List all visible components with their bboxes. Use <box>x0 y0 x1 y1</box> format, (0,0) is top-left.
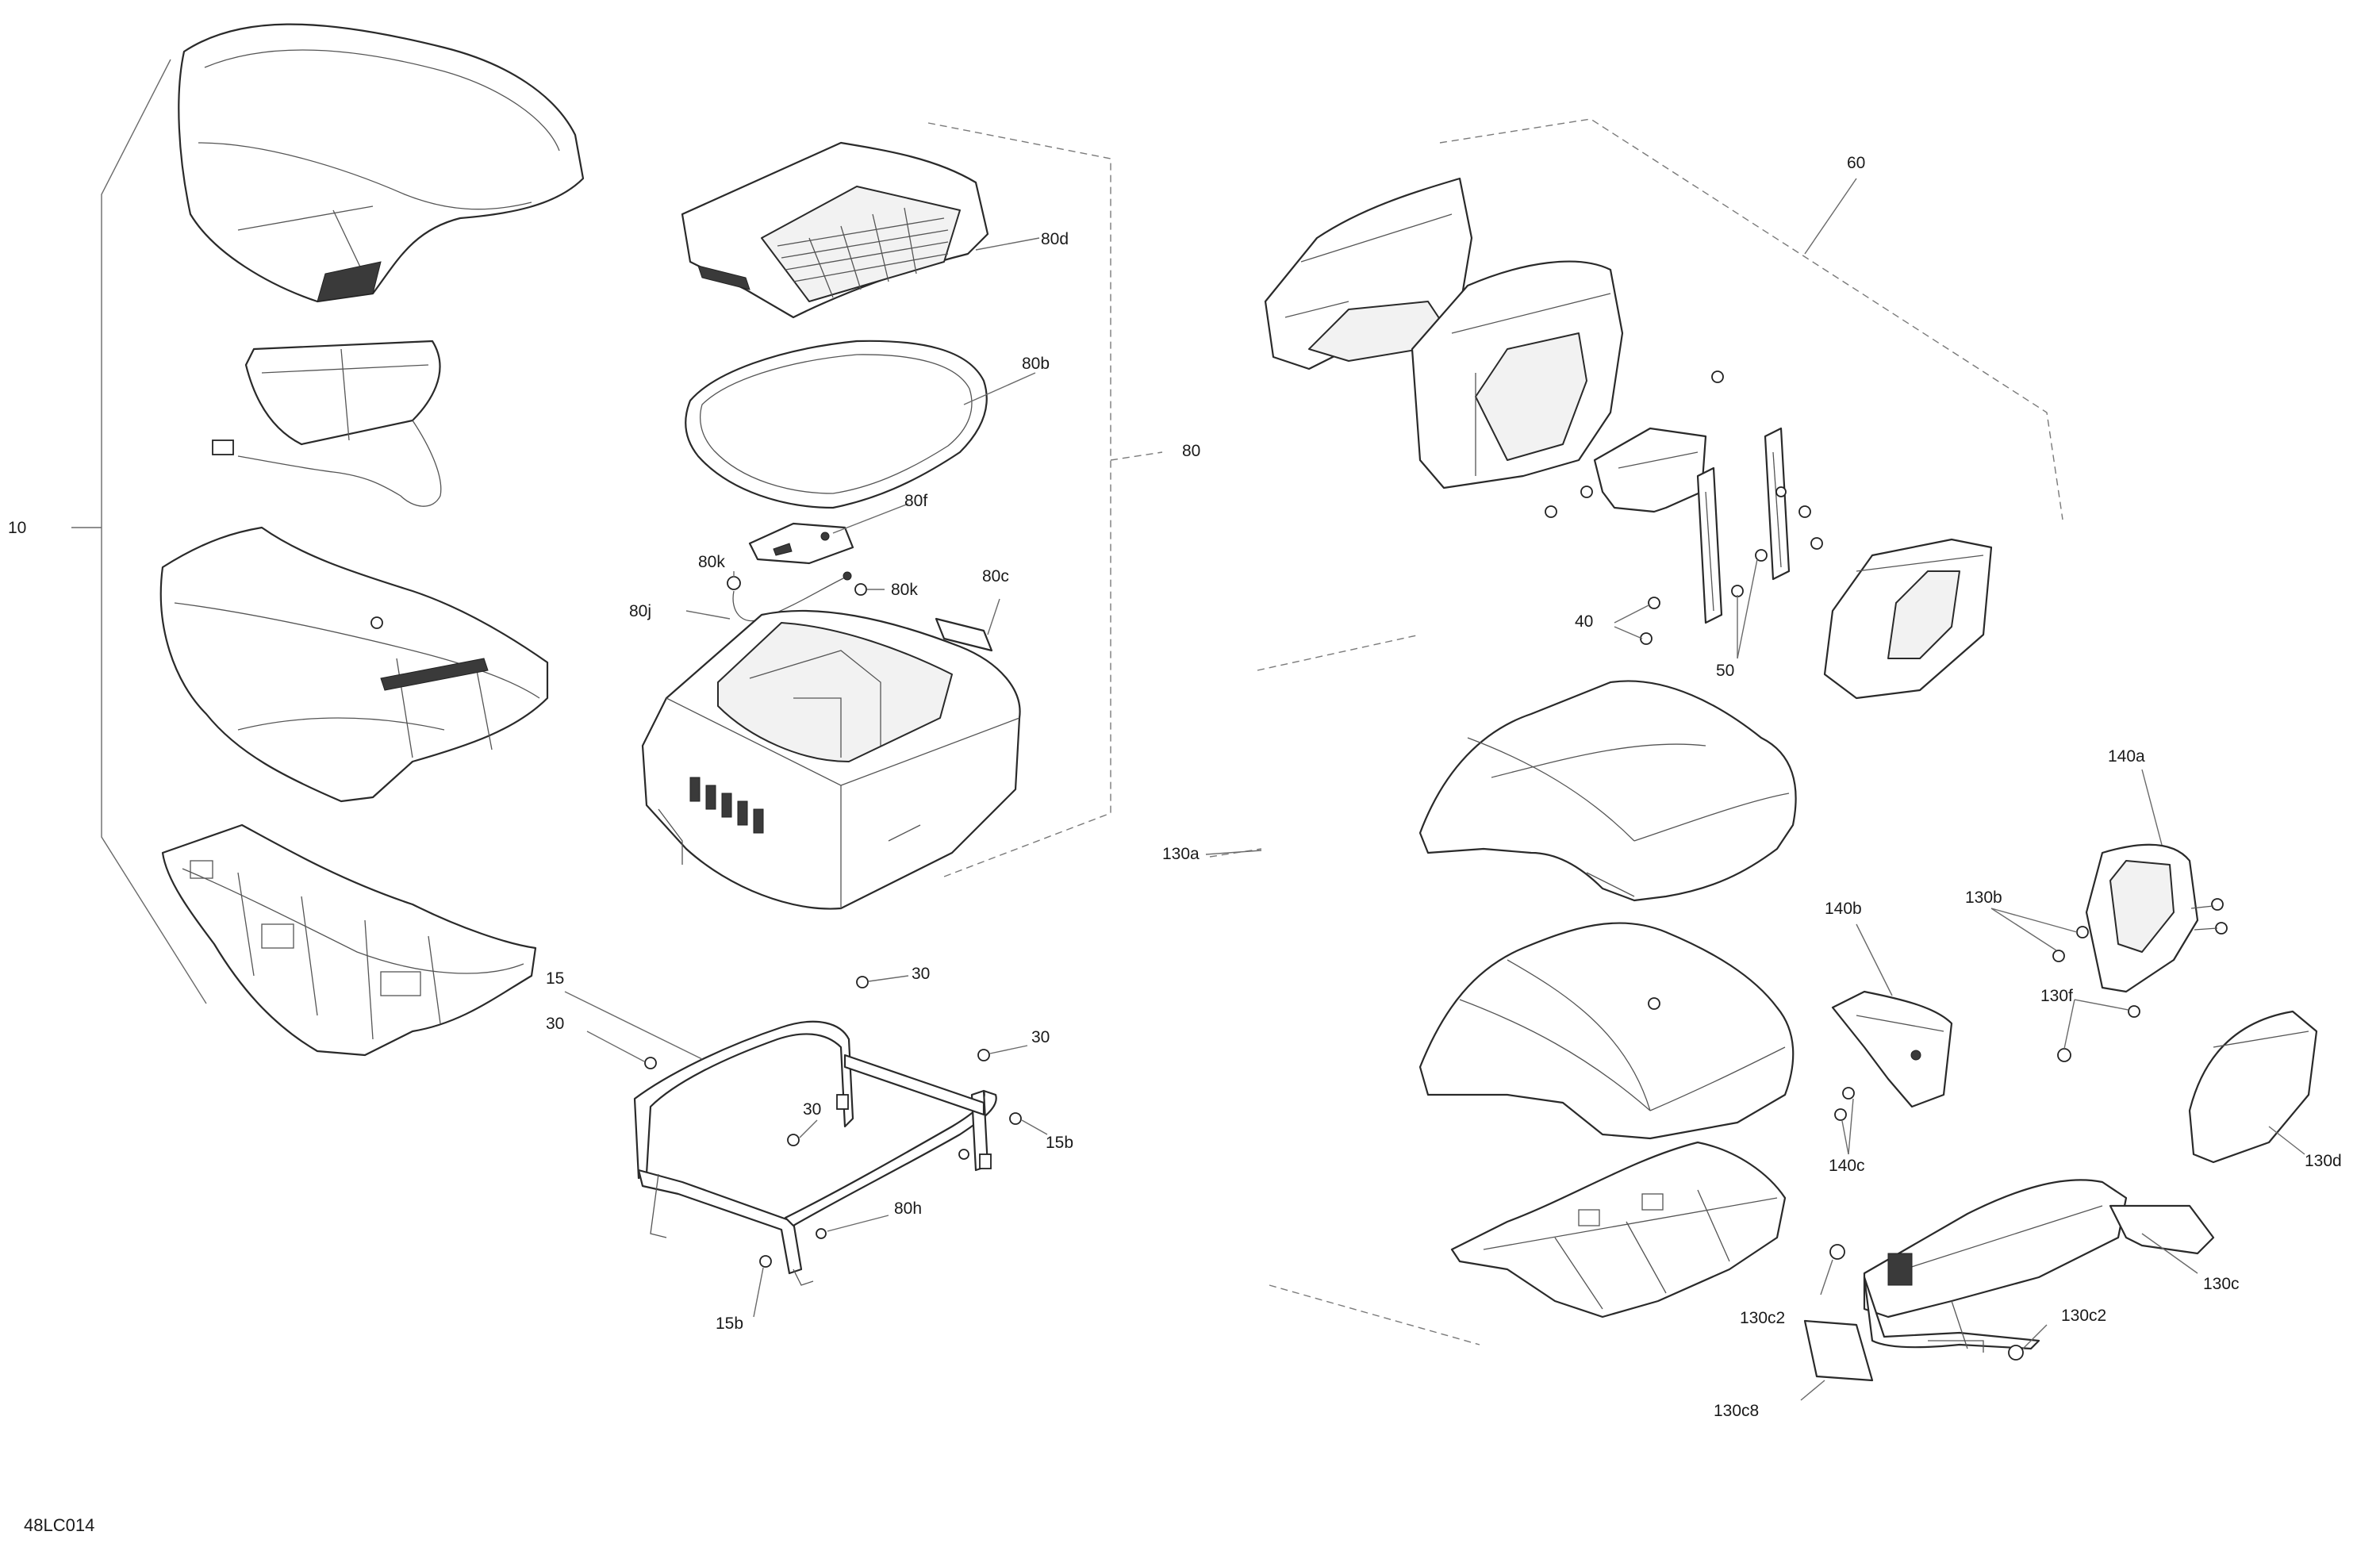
callout-130d: 130d <box>2305 1152 2342 1170</box>
group-10-bracket <box>71 59 207 1004</box>
latch-80c-icon <box>935 617 993 652</box>
screw-130f-icon <box>2057 1048 2071 1062</box>
clip-80h-icon <box>816 1228 827 1239</box>
callout-140c: 140c <box>1829 1157 1865 1175</box>
callout-130b: 130b <box>1965 889 2002 907</box>
callout-130a: 130a <box>1162 845 1200 863</box>
heating-pad-part <box>212 340 442 507</box>
backrest-bracket-part <box>1593 427 1707 513</box>
callout-30: 30 <box>546 1015 564 1033</box>
lid-seal-part <box>685 340 988 509</box>
seat-frame-part <box>633 1020 997 1286</box>
callout-10: 10 <box>8 519 26 537</box>
box-lid-part <box>681 141 989 319</box>
screw-80k-icon <box>727 576 741 590</box>
callout-130f: 130f <box>2040 987 2073 1005</box>
callout-130c: 130c <box>2203 1275 2240 1293</box>
callout-30: 30 <box>803 1100 821 1119</box>
callout-40: 40 <box>1575 612 1593 631</box>
callout-60: 60 <box>1847 154 1865 172</box>
callout-80f: 80f <box>904 492 927 510</box>
group-60-bracket <box>1257 118 2063 671</box>
callout-80h: 80h <box>894 1199 922 1218</box>
callout-80c: 80c <box>982 567 1009 585</box>
callout-30: 30 <box>1031 1028 1050 1046</box>
passenger-side-cover-130d-part <box>2188 1010 2318 1164</box>
screw-130b-icon <box>2052 950 2065 962</box>
leader-lines-frame <box>564 975 1048 1318</box>
nut-15b-icon <box>759 1255 772 1268</box>
group-130-bracket <box>1209 848 1480 1345</box>
callout-15: 15 <box>546 969 564 988</box>
seat-foam-part <box>159 526 549 803</box>
bolt-30-icon <box>787 1134 800 1146</box>
callout-80k: 80k <box>698 553 725 571</box>
latch-plate-part <box>748 522 854 565</box>
callout-15b: 15b <box>716 1315 743 1333</box>
callout-80j: 80j <box>629 602 651 620</box>
passenger-seat-frame-part <box>1863 1179 2215 1353</box>
document-id: 48LC014 <box>24 1515 94 1535</box>
handle-140a-part <box>2085 843 2228 993</box>
callout-130c2: 130c2 <box>1740 1309 1785 1327</box>
box-ribs <box>689 777 764 834</box>
nut-130c2-icon <box>1829 1244 1845 1260</box>
callout-80k: 80k <box>891 581 918 599</box>
backrest-shell-front-part <box>1411 260 1624 489</box>
callout-130c8: 130c8 <box>1714 1402 1759 1420</box>
leader-lines-box <box>685 237 1040 635</box>
nut-15b-icon <box>1009 1112 1022 1125</box>
passenger-seat-cover-part <box>1418 680 1797 902</box>
lid-grid-texture <box>777 207 949 298</box>
bolt-30-icon <box>644 1057 657 1069</box>
callout-80: 80 <box>1182 442 1200 460</box>
group-80-bracket <box>927 122 1163 877</box>
clip-80h-icon <box>958 1149 969 1160</box>
seat-cover-part <box>178 23 585 303</box>
backrest-side-cover-part <box>1823 538 1993 700</box>
frame-fasteners <box>644 976 1022 1268</box>
callout-50: 50 <box>1716 662 1734 680</box>
backrest-shell-rear-part <box>1264 177 1473 370</box>
passenger-seat-foam-part <box>1418 922 1795 1140</box>
backrest-screws-40-50 <box>1545 370 1823 645</box>
bracket-140b-part <box>1831 990 1953 1121</box>
callout-labels: 10 15 15b 15b 30 30 30 30 40 50 60 80 80… <box>8 154 2342 1535</box>
storage-box-part <box>641 609 1021 910</box>
passenger-seat-base-part <box>1450 1141 1787 1318</box>
callout-140a: 140a <box>2108 747 2145 766</box>
bolt-30-icon <box>977 1049 990 1061</box>
screw-80k-icon <box>854 583 867 596</box>
callout-80b: 80b <box>1022 355 1050 373</box>
screw-130f-icon <box>2128 1005 2140 1018</box>
callout-140b: 140b <box>1825 900 1862 918</box>
screw-140c-icon <box>1842 1087 1855 1100</box>
screw-140c-icon <box>1834 1108 1847 1121</box>
clip-130c8-icon <box>1803 1319 1874 1382</box>
callout-80d: 80d <box>1041 230 1069 248</box>
nut-130c2-icon <box>2008 1345 2024 1361</box>
leader-lines-backrest <box>1614 558 1758 659</box>
callout-15b: 15b <box>1046 1134 1073 1152</box>
screw-130b-icon <box>2076 926 2089 938</box>
callout-30: 30 <box>912 965 930 983</box>
callout-130c2: 130c2 <box>2061 1307 2106 1325</box>
leader-lines-passenger <box>1205 769 2305 1401</box>
passenger-seat-small-parts <box>1803 926 2140 1382</box>
bolt-30-icon <box>856 976 869 988</box>
connector-icon <box>212 439 234 455</box>
backrest-rails-part <box>1696 427 1791 624</box>
seat-base-pan-part <box>161 823 537 1057</box>
fastener-icon <box>370 616 383 629</box>
